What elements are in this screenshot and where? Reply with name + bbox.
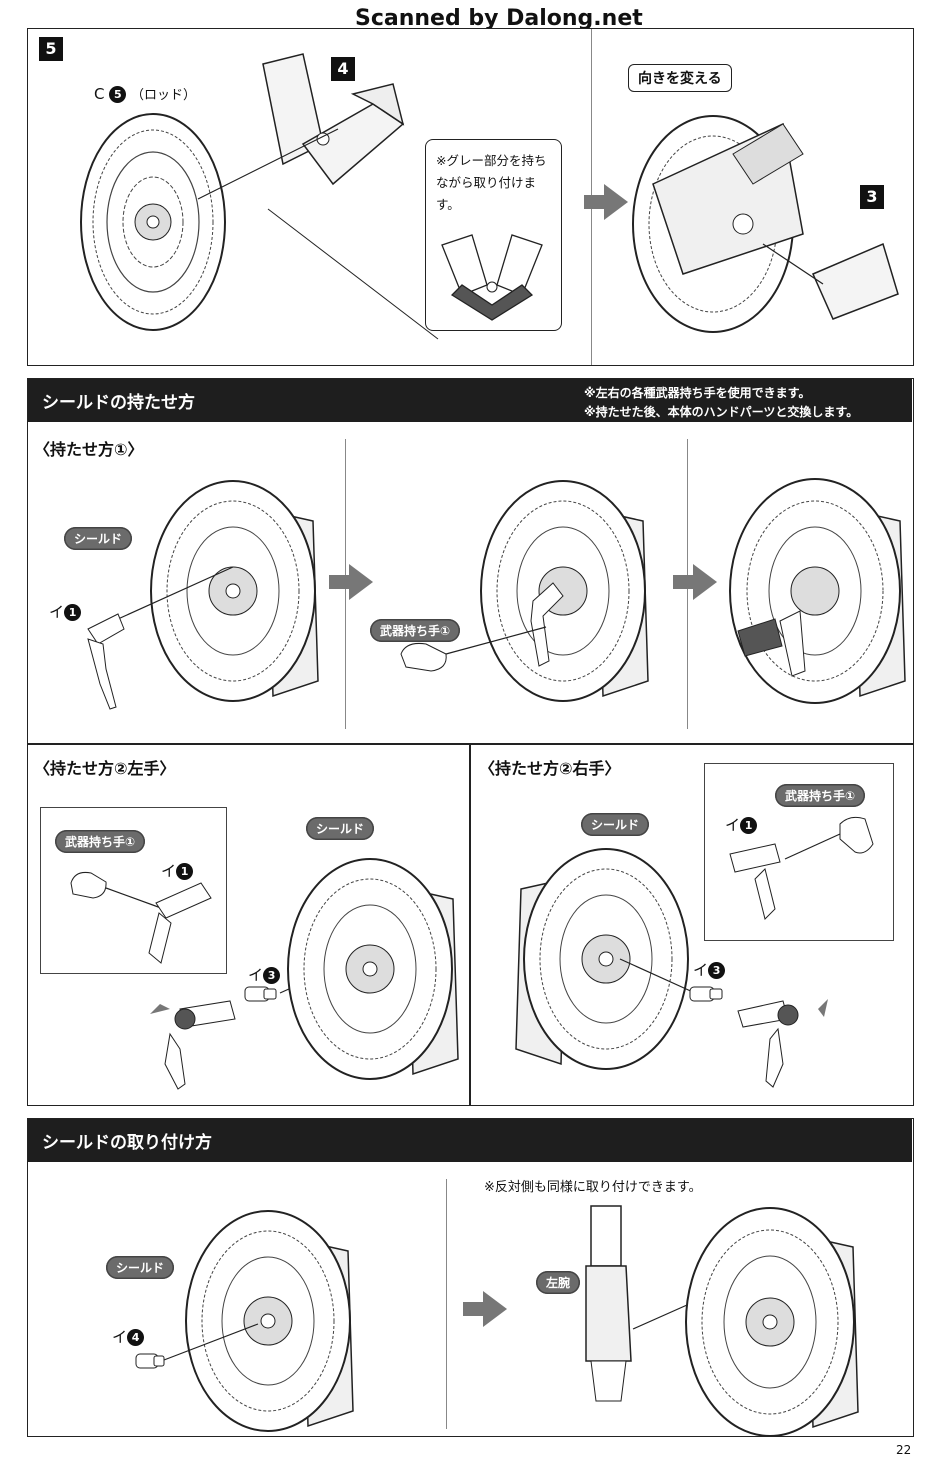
- part-3-badge: 3: [263, 967, 281, 984]
- step-arrow-icon: [584, 184, 628, 220]
- rotate-label: 向きを変える: [628, 64, 732, 92]
- part-1-badge: 1: [740, 817, 758, 834]
- ref-3-badge: 3: [860, 185, 884, 209]
- part-label-c5: C 5 （ロッド）: [94, 84, 196, 103]
- method1-arrow-1-icon: [329, 564, 373, 600]
- hold-note-1: ※左右の各種武器持ち手を使用できます。: [584, 386, 811, 400]
- left-arm-illustration: [585, 1205, 632, 1402]
- left-hand-assembly: [150, 1000, 236, 1090]
- holder-part-illustration: [262, 53, 405, 186]
- shield-label-1: シールド: [64, 527, 133, 550]
- right-hand-assembly: [737, 999, 828, 1088]
- hold-shield-title: シールドの持たせ方: [42, 393, 195, 413]
- attach-note: ※反対側も同様に取り付けできます。: [484, 1180, 702, 1195]
- shield-label-3: シールド: [581, 813, 650, 836]
- weapon-hand-label-b: 武器持ち手①: [55, 830, 146, 853]
- method-2-left-title: 〈持たせ方②左手〉: [34, 759, 176, 778]
- weapon-hand-assembly-c: [729, 816, 874, 920]
- shield-illustration: [80, 113, 226, 331]
- part-i-text: イ: [112, 1328, 128, 1346]
- part-i-text: イ: [693, 961, 709, 979]
- attach-shield-header: シールドの取り付け方: [28, 1119, 912, 1162]
- shield-label-2: シールド: [306, 817, 375, 840]
- part-number-badge: 5: [109, 86, 127, 103]
- weapon-hand-icon-a: [400, 626, 547, 672]
- part-i-text: イ: [161, 862, 177, 880]
- peg-part-right: [619, 958, 723, 1002]
- page-number: 22: [896, 1443, 912, 1457]
- hold-shield-section: シールドの持たせ方 ※左右の各種武器持ち手を使用できます。 ※持たせた後、本体の…: [27, 378, 914, 1106]
- part-letter: C: [94, 85, 105, 103]
- hand-part-a: [87, 566, 234, 710]
- weapon-hand-label-c: 武器持ち手①: [775, 784, 866, 807]
- method1-shield-c: [729, 478, 906, 704]
- hold-shield-header: シールドの持たせ方 ※左右の各種武器持ち手を使用できます。 ※持たせた後、本体の…: [28, 379, 912, 422]
- part-i-text: イ: [725, 816, 741, 834]
- part-name: （ロッド）: [131, 88, 197, 103]
- method2-left-shield: [287, 858, 459, 1080]
- weapon-hand-label-a: 武器持ち手①: [370, 619, 461, 642]
- step-5-panel: 5 C 5 （ロッド） 4 3 ※グレー部分を持ちながら取り付けます。: [27, 28, 914, 366]
- hold-note-2: ※持たせた後、本体のハンドパーツと交換します。: [584, 405, 859, 419]
- part-4-badge: 4: [127, 1329, 145, 1346]
- shield-label-4: シールド: [106, 1256, 175, 1279]
- gray-part-icon: [441, 234, 543, 321]
- left-arm-label: 左腕: [536, 1271, 581, 1294]
- attach-shield-title: シールドの取り付け方: [42, 1133, 212, 1153]
- method-2-right-title: 〈持たせ方②右手〉: [479, 759, 621, 778]
- method1-shield-b: [480, 480, 649, 702]
- rotated-assembly-illustration: [632, 115, 899, 333]
- part-1-badge: 1: [176, 863, 194, 880]
- step-number: 5: [39, 37, 63, 61]
- attach-arrow-icon: [463, 1291, 507, 1327]
- weapon-hand-assembly-b: [70, 872, 212, 964]
- part-i-text: イ: [248, 966, 264, 984]
- watermark: Scanned by Dalong.net: [355, 6, 643, 31]
- method2-right-shield: [515, 848, 689, 1070]
- part-1-badge: 1: [64, 604, 82, 621]
- ref-4-badge: 4: [331, 57, 355, 81]
- attach-divider: [446, 1179, 447, 1429]
- method1-shield-a: [150, 480, 319, 702]
- assembly-line: [197, 128, 439, 340]
- gray-note-text: ※グレー部分を持ちながら取り付けます。: [436, 153, 547, 212]
- methods-divider-v: [469, 743, 471, 1105]
- method-1-title: 〈持たせ方①〉: [34, 440, 144, 459]
- part-3-badge: 3: [708, 962, 726, 979]
- part-i-text: イ: [49, 603, 65, 621]
- gray-note-inset: ※グレー部分を持ちながら取り付けます。: [425, 139, 562, 331]
- peg-part-4: [135, 1323, 259, 1369]
- attach-shield-a: [185, 1210, 354, 1432]
- methods-divider-h: [28, 743, 913, 745]
- method1-arrow-2-icon: [673, 564, 717, 600]
- attach-shield-b: [685, 1207, 859, 1437]
